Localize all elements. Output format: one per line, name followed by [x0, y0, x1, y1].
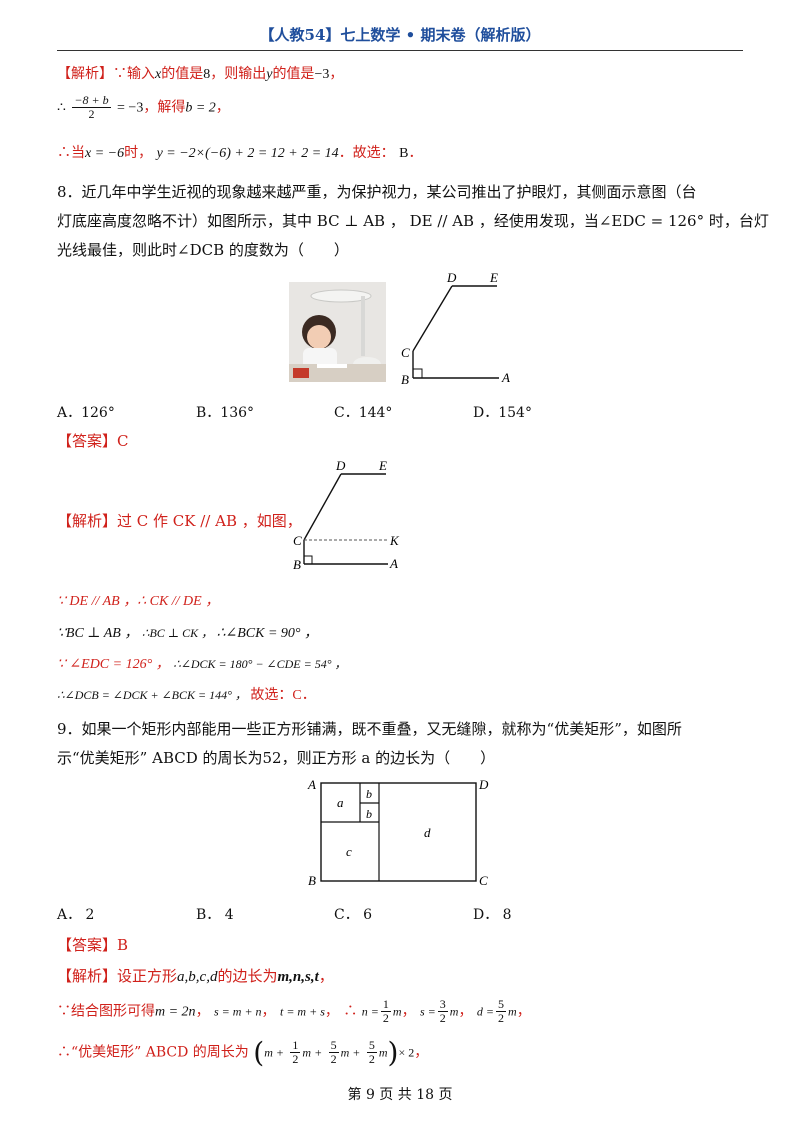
svg-text:D: D	[478, 777, 489, 792]
analysis-tag: 【解析】	[57, 66, 113, 82]
q8-option-c[interactable]: C．144°	[334, 405, 393, 421]
segment-dc	[412, 285, 453, 352]
svg-text:b: b	[366, 787, 372, 801]
q9-analysis-line1: 【解析】设正方形a,b,c,d的边长为m,n,s,t，	[57, 967, 334, 985]
q8-step-2: ∵BC ⊥ AB ， ∴BC ⊥ CK ， ∴∠BCK = 90° ，	[57, 626, 319, 641]
label-c: C	[401, 345, 410, 360]
q9-option-b[interactable]: B． 4	[196, 907, 234, 923]
svg-text:D: D	[335, 458, 346, 473]
svg-text:c: c	[346, 844, 352, 859]
svg-text:K: K	[389, 533, 400, 548]
label-a: A	[501, 370, 510, 385]
q9-option-c[interactable]: C． 6	[334, 907, 373, 923]
q9-analysis-line2: ∵结合图形可得m = 2n， s = m + n， t = m + s， ∴ n…	[57, 997, 531, 1025]
q8-step-3: ∵ ∠EDC = 126° ， ∴∠DCK = 180° − ∠CDE = 54…	[57, 657, 347, 672]
svg-text:b: b	[366, 807, 372, 821]
label-e: E	[489, 270, 498, 285]
q8-answer: 【答案】C	[57, 432, 129, 450]
svg-text:B: B	[308, 873, 316, 888]
q9-rectangle-diagram: A D B C a b b c d	[307, 777, 489, 888]
q8-option-b[interactable]: B．136°	[196, 405, 255, 421]
q8-analysis-intro: 【解析】过 C 作 CK // AB ，如图，	[57, 512, 302, 530]
svg-text:a: a	[337, 795, 344, 810]
label-d: D	[446, 270, 457, 285]
right-angle-mark	[413, 368, 423, 378]
svg-text:E: E	[378, 458, 387, 473]
q7-analysis-line3: ∴当x = −6时， y = −2×(−6) + 2 = 12 + 2 = 14…	[57, 145, 423, 161]
label-b: B	[401, 372, 409, 387]
q9-option-a[interactable]: A． 2	[57, 907, 95, 923]
q9-question-line1: 9．如果一个矩形内部能用一些正方形铺满，既不重叠，又无缝隙，就称为“优美矩形”，…	[57, 720, 682, 738]
q8-lamp-diagram: D E C B A	[401, 270, 510, 387]
header-divider	[57, 50, 743, 51]
child-lamp-photo	[289, 282, 386, 382]
q9-answer: 【答案】B	[57, 936, 129, 954]
svg-text:A: A	[389, 556, 398, 571]
svg-text:A: A	[307, 777, 316, 792]
svg-text:B: B	[293, 557, 301, 572]
page-number-footer: 第 9 页 共 18 页	[347, 1087, 453, 1103]
q8-question-line2: 灯底座高度忽略不计）如图所示，其中 BC ⊥ AB ， DE // AB ，经使…	[57, 212, 769, 230]
q7-analysis-line1: 【解析】∵输入x的值是8，则输出y的值是−3，	[57, 66, 344, 82]
page-header-title: 【人教54】七上数学 • 期末卷（解析版）	[259, 26, 541, 44]
q8-question-line1: 8．近几年中学生近视的现象越来越严重，为保护视力，某公司推出了护眼灯，其侧面示意…	[57, 183, 697, 201]
q8-question-line3: 光线最佳，则此时∠DCB 的度数为（ ）	[57, 241, 349, 259]
q8-option-d[interactable]: D．154°	[473, 405, 532, 421]
q8-step-4: ∴∠DCB = ∠DCK + ∠BCK = 144° ， 故选：C．	[57, 688, 316, 703]
svg-text:C: C	[293, 533, 302, 548]
q8-analysis-diagram: D E C K B A	[293, 458, 400, 572]
q9-option-d[interactable]: D． 8	[473, 907, 512, 923]
q9-question-line2: 示“优美矩形” ABCD 的周长为52，则正方形 a 的边长为（ ）	[57, 749, 496, 767]
q8-step-1: ∵ DE // AB ，∴ CK // DE ，	[57, 594, 220, 609]
svg-text:C: C	[479, 873, 488, 888]
svg-text:d: d	[424, 825, 431, 840]
q8-option-a[interactable]: A．126°	[57, 405, 115, 421]
rect-abcd	[320, 782, 477, 882]
